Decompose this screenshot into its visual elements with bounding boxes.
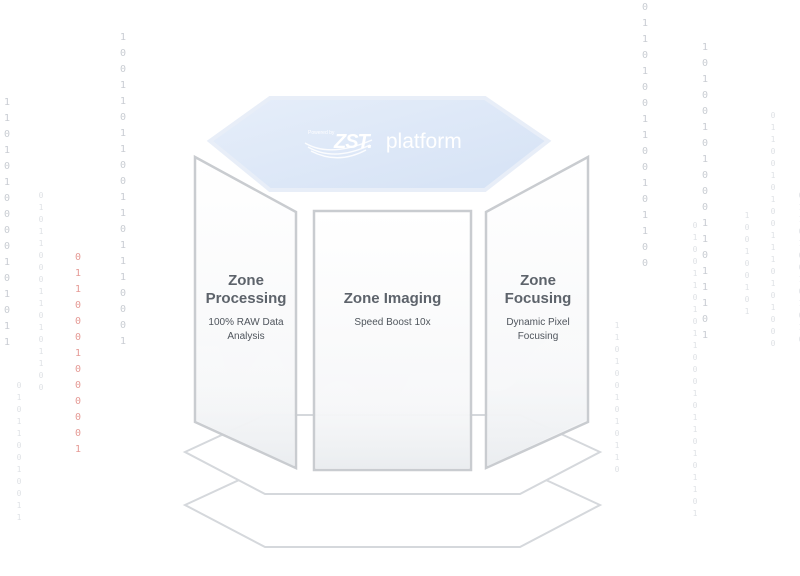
binary-column: 0 1 1 0 0 1 0 1 0 0 1 1 1 0 1 0 1 0 0 0 [770, 111, 776, 348]
left-panel-wave [197, 333, 294, 466]
binary-column: 1 0 1 0 0 1 0 1 0 0 0 1 1 0 1 1 1 0 1 [701, 42, 709, 341]
product-name: platform [385, 130, 462, 153]
zone-imaging-title: Zone Imaging [343, 290, 442, 307]
zone-processing-title: Zone Processing [205, 272, 287, 307]
top-hexagon [206, 96, 552, 192]
binary-column: 0 1 1 0 1 0 0 1 0 1 0 1 0 [796, 190, 800, 346]
binary-column: 0 1 1 0 0 0 1 0 0 0 0 0 1 [74, 252, 82, 455]
binary-column: 1 1 0 1 0 0 1 0 1 0 1 1 0 [614, 321, 620, 474]
zone-processing-subtitle: 100% RAW Data Analysis [208, 317, 284, 342]
binary-column: 0 1 0 1 1 0 0 0 1 1 0 1 0 1 1 0 0 [38, 191, 44, 392]
center-panel-wave [316, 363, 469, 468]
zone-imaging-subtitle: Speed Boost 10x [354, 317, 431, 328]
zone-focusing-title: Zone Focusing [504, 272, 572, 307]
center-panel-label: Zone Imaging Speed Boost 10x [316, 290, 469, 330]
platform-logo: Powered by ZST. platform [306, 124, 462, 160]
binary-column: 0 1 0 0 1 1 0 1 0 1 1 0 0 0 1 0 1 1 0 1 … [692, 221, 698, 518]
binary-column: 1 0 0 1 1 0 1 1 0 0 1 1 0 1 1 1 0 0 0 1 [119, 32, 127, 347]
powered-by-text: Powered by [308, 130, 335, 136]
binary-column: 0 1 0 1 1 0 0 1 0 0 1 1 [16, 381, 22, 522]
binary-column: 1 0 0 1 0 0 1 0 1 [744, 211, 750, 316]
binary-column: 1 1 0 1 0 1 0 0 0 0 1 0 1 0 1 1 [3, 97, 11, 348]
right-panel-label: Zone Focusing Dynamic Pixel Focusing [488, 272, 588, 344]
logo-swoosh-icon [304, 139, 373, 159]
binary-column: 0 1 1 0 1 0 0 1 1 0 0 1 0 1 1 0 0 [641, 2, 649, 269]
zone-focusing-subtitle: Dynamic Pixel Focusing [506, 317, 570, 342]
left-panel-label: Zone Processing 100% RAW Data Analysis [196, 272, 296, 344]
brand-name: ZST. [334, 130, 373, 153]
right-panel-wave [488, 318, 586, 466]
